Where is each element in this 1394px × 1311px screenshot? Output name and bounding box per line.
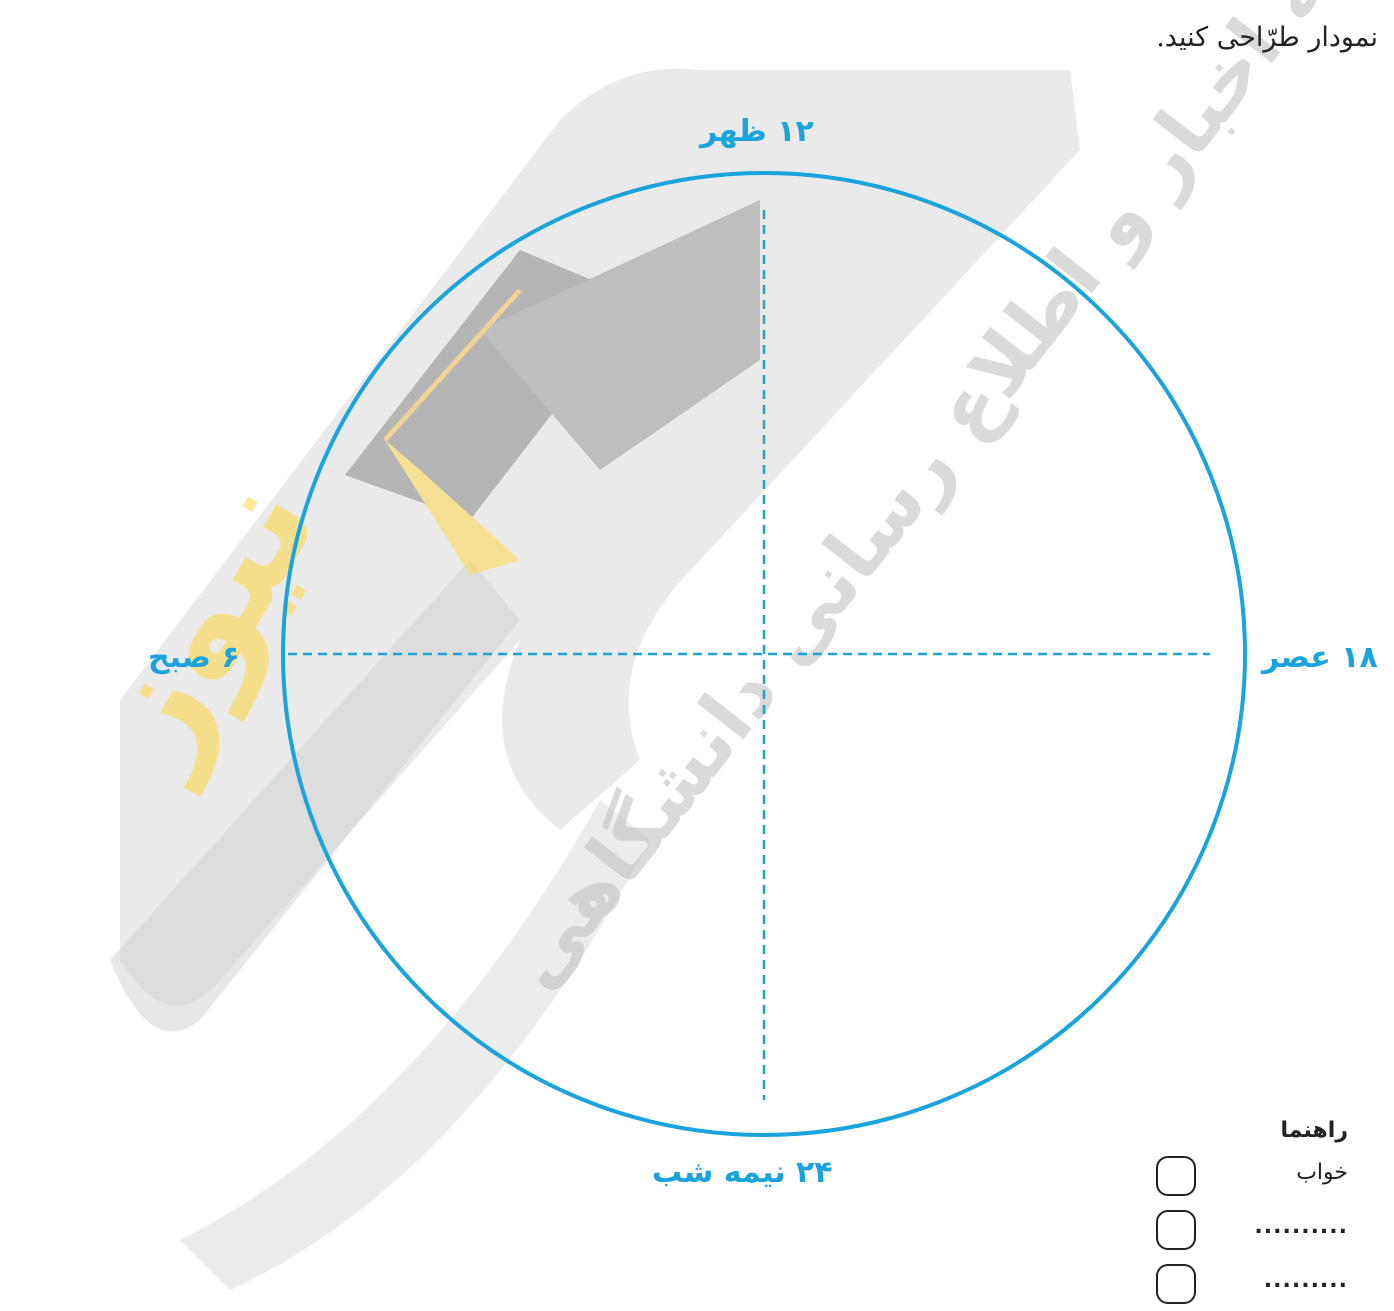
label-midnight: ۲۴ نیمه شب bbox=[652, 1155, 833, 1190]
legend-item: ......... bbox=[1140, 1264, 1370, 1306]
legend-color-box[interactable] bbox=[1156, 1156, 1196, 1196]
legend-item-label[interactable]: .......... bbox=[1254, 1214, 1348, 1239]
label-morning: ۶ صبح bbox=[148, 640, 240, 675]
clock-circle bbox=[281, 171, 1247, 1137]
instruction-text: نمودار طرّاحی کنید. bbox=[1156, 22, 1378, 53]
legend-title: راهنما bbox=[1280, 1118, 1348, 1143]
legend-item-label[interactable]: ......... bbox=[1263, 1268, 1348, 1293]
legend-color-box[interactable] bbox=[1156, 1264, 1196, 1304]
legend-color-box[interactable] bbox=[1156, 1210, 1196, 1250]
legend-item: خواب bbox=[1140, 1156, 1370, 1198]
label-afternoon: ۱۸ عصر bbox=[1262, 640, 1378, 675]
label-noon: ۱۲ ظهر bbox=[700, 114, 814, 149]
legend: راهنما خواب .......... ......... bbox=[1140, 1112, 1370, 1307]
legend-item: .......... bbox=[1140, 1210, 1370, 1252]
legend-item-label: خواب bbox=[1296, 1160, 1348, 1185]
